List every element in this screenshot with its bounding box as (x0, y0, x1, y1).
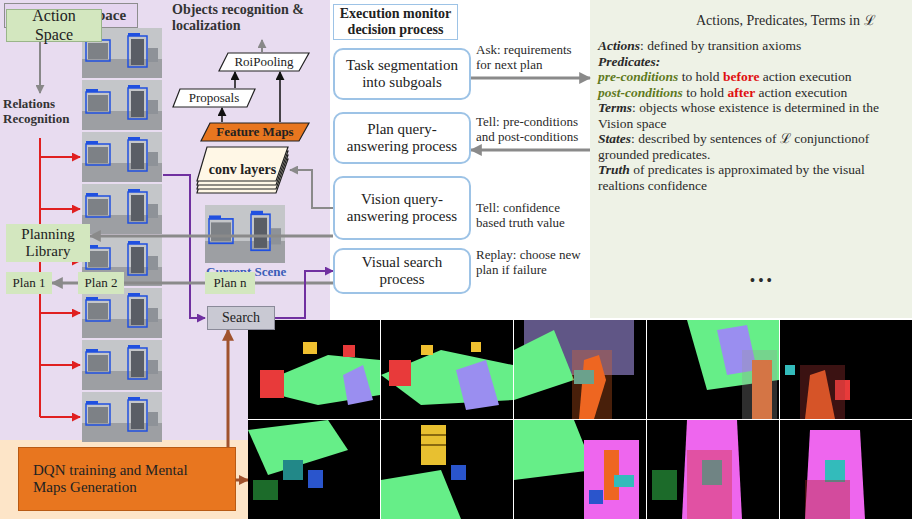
relation-arrows (40, 28, 80, 417)
definition-text: after (727, 85, 755, 100)
photo-to-search-line (163, 175, 205, 318)
node-text: Action Space (12, 7, 96, 44)
connector-arrow (290, 170, 333, 208)
connector-label: Tell: confidence based truth value (476, 201, 588, 231)
node-text: DQN training and Mental Maps Generation (33, 462, 221, 497)
proposals-layer: Proposals (172, 88, 256, 108)
definition-line: Actions: defined by transition axioms (598, 38, 908, 54)
planning-library-box: Planning Library (6, 224, 90, 262)
definition-list: Actions: defined by transition axiomsPre… (598, 38, 908, 193)
definition-text: : described by sentences of ℒ conjunctio… (598, 131, 873, 162)
dqn-to-maps-arrow (236, 479, 248, 482)
node-text: Plan n (214, 276, 247, 291)
segmentation-mental-maps (248, 320, 912, 519)
definition-text: action execution (755, 85, 847, 100)
panel-subtitle: Actions, Predicates, Terms in ℒ (696, 13, 910, 29)
connector-label: Ask: requirements for next plan (476, 43, 588, 73)
node-text: RoiPooling (234, 55, 293, 70)
connector-label: Tell: pre-conditions and post-conditions (476, 115, 588, 145)
definition-text: Actions (598, 38, 640, 53)
process-box: Visual search process (333, 248, 471, 294)
definition-text: Predicates: (598, 54, 660, 69)
perception-space-ground (0, 0, 330, 440)
node-text: Feature Maps (216, 125, 293, 140)
definition-line: post-conditions to hold after action exe… (598, 85, 908, 101)
definition-text: : objects whose existence is determined … (598, 100, 882, 131)
connector-arrow (90, 235, 333, 238)
definition-text: : defined by transition axioms (640, 38, 801, 53)
definition-line: Truth of predicates is approximated by t… (598, 162, 908, 193)
node-text: Vision query-answering process (340, 191, 464, 226)
current-scene-photo (205, 205, 285, 263)
plan-box: Plan n (205, 272, 255, 294)
definition-text: action execution (759, 69, 851, 84)
definition-line: States: described by sentences of ℒ conj… (598, 131, 908, 162)
ellipsis-dots: • • • (750, 273, 772, 289)
monitor-header: Execution monitor decision process (333, 4, 458, 40)
definition-line: Predicates: (598, 54, 908, 70)
definition-text: pre-conditions (598, 69, 678, 84)
node-text: Plan 1 (13, 276, 46, 291)
node-text: Plan query-answering process (340, 121, 464, 156)
search-box: Search (207, 306, 275, 330)
connector-label: Replay: choose new plan if failure (476, 248, 588, 278)
node-text: Planning Library (11, 226, 85, 261)
definition-text: to hold (678, 69, 723, 84)
connector-arrow (471, 77, 590, 80)
node-text: Task segmentation into subgoals (340, 57, 464, 92)
action-space-panel: Actions, Predicates, Terms in ℒ • • • Acti… (590, 0, 912, 318)
connector-arrow (221, 108, 223, 122)
conv-layers-stack: conv layers (195, 145, 290, 195)
node-text: Plan 2 (85, 276, 118, 291)
stage-label: Objects recognition & localization (172, 2, 324, 34)
definition-text: of predicates is approximated by the vis… (598, 162, 868, 193)
action-space-ground (590, 0, 912, 318)
roi-to-recognition-line (261, 40, 263, 52)
connector-arrow (279, 72, 281, 122)
connector-arrow (471, 149, 590, 152)
node-text: Visual search process (340, 254, 464, 289)
definition-line: pre-conditions to hold before action exe… (598, 69, 908, 85)
node-text: Execution monitor decision process (339, 6, 452, 38)
definition-text: before (723, 69, 760, 84)
process-box: Plan query-answering process (333, 112, 471, 164)
connector-arrow (234, 72, 236, 88)
node-text: conv layers (209, 162, 276, 178)
roi-pooling-layer: RoiPooling (218, 52, 310, 72)
process-box: Vision query-answering process (333, 176, 471, 240)
definition-text: Terms (598, 100, 632, 115)
stage-label: Relations Recognition (3, 97, 81, 127)
dqn-band (0, 440, 248, 519)
node-text: Search (222, 310, 260, 326)
process-box: Task segmentation into subgoals (333, 48, 471, 100)
definition-line: Terms: objects whose existence is determ… (598, 100, 908, 131)
node-text: Proposals (189, 91, 240, 106)
connector-arrow (227, 330, 230, 447)
feature-maps-layer: Feature Maps (200, 122, 310, 142)
definition-text: post-conditions (598, 85, 683, 100)
definition-text: States (598, 131, 631, 146)
plan-box: Plan 1 (6, 272, 52, 294)
definition-text: Truth (598, 162, 630, 177)
action-space-header: Action Space (6, 9, 102, 42)
definition-text: to hold (683, 85, 728, 100)
dqn-box: DQN training and Mental Maps Generation (18, 447, 236, 511)
plan-box: Plan 2 (78, 272, 124, 294)
